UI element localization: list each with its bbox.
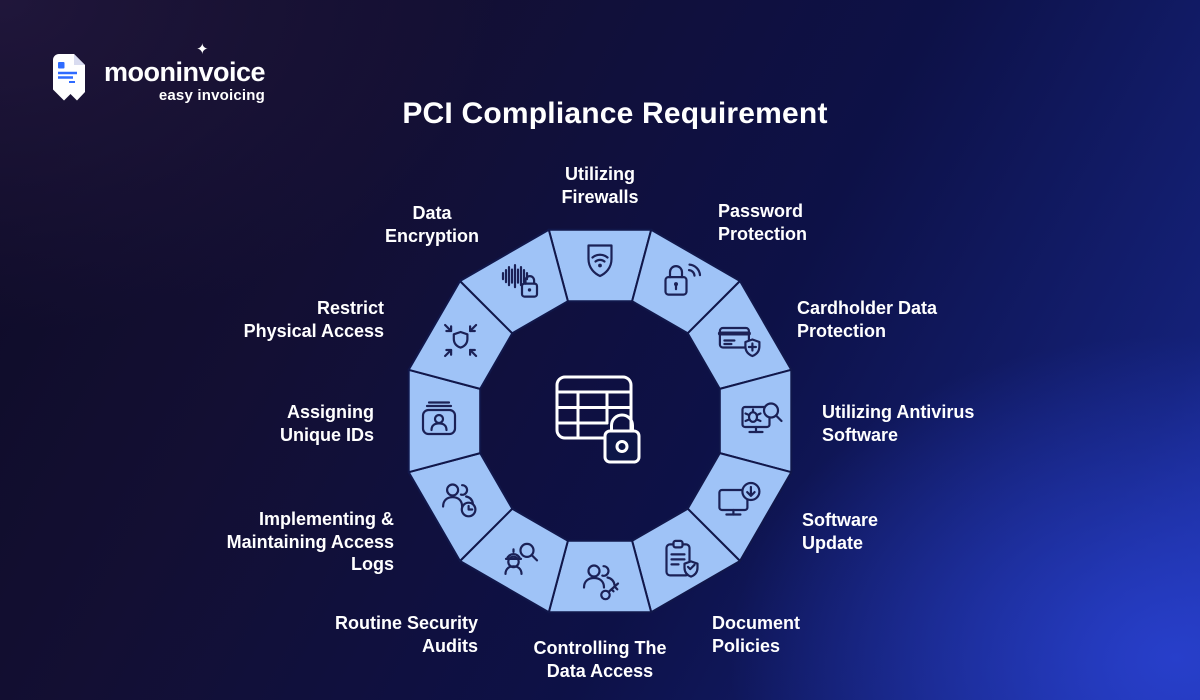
label-line: Encryption: [384, 225, 479, 246]
label-line: Maintaining Access: [226, 531, 394, 552]
label-line: Policies: [712, 635, 781, 656]
label-line: Data: [412, 203, 452, 223]
label-line: Document: [712, 613, 801, 633]
antivirus-scan-icon: [741, 402, 783, 434]
label-line: Routine Security: [334, 613, 478, 633]
label-line: Controlling The: [533, 638, 667, 658]
firewall-shield-icon: [587, 244, 613, 278]
page-title: PCI Compliance Requirement: [402, 97, 828, 130]
software-update-icon: [718, 481, 761, 516]
label-line: Utilizing Antivirus: [822, 402, 975, 422]
label-line: Protection: [797, 320, 887, 341]
label-line: Audits: [422, 635, 478, 656]
brand-tagline: easy invoicing: [158, 87, 266, 104]
label-line: Software: [802, 510, 879, 530]
label-line: Update: [802, 532, 864, 553]
access-logs-clock-icon: [442, 483, 477, 518]
restrict-access-icon: [444, 323, 478, 358]
label-line: Firewalls: [561, 186, 639, 207]
brand-logo: ✦ mooninvoice easy invoicing: [48, 41, 266, 106]
password-lock-icon: [664, 263, 702, 296]
encryption-lock-icon: [501, 264, 539, 298]
label-line: Logs: [351, 554, 394, 574]
card-shield-plus-icon: [717, 326, 761, 358]
user-key-icon: [582, 564, 620, 601]
label-line: Protection: [718, 223, 808, 244]
label-line: Cardholder Data: [797, 298, 938, 318]
label-line: Assigning: [286, 402, 374, 422]
label-line: Password: [718, 201, 804, 221]
ring-segments: [407, 228, 793, 614]
label-line: Physical Access: [243, 320, 384, 341]
document-policy-icon: [665, 539, 699, 578]
audit-search-icon: [504, 542, 539, 576]
id-card-icon: [421, 401, 457, 436]
invoice-document-icon: [53, 54, 85, 101]
label-line: Implementing &: [258, 509, 394, 529]
secure-data-table-icon: [555, 375, 641, 464]
sparkle-icon: ✦: [196, 41, 209, 58]
label-line: Data Access: [546, 660, 654, 681]
label-line: Unique IDs: [279, 424, 374, 445]
label-line: Utilizing: [565, 164, 635, 184]
label-line: Restrict: [316, 298, 384, 318]
brand-text: ✦ mooninvoice easy invoicing: [104, 41, 266, 104]
label-line: Software: [822, 424, 899, 445]
brand-name: mooninvoice: [104, 57, 266, 87]
